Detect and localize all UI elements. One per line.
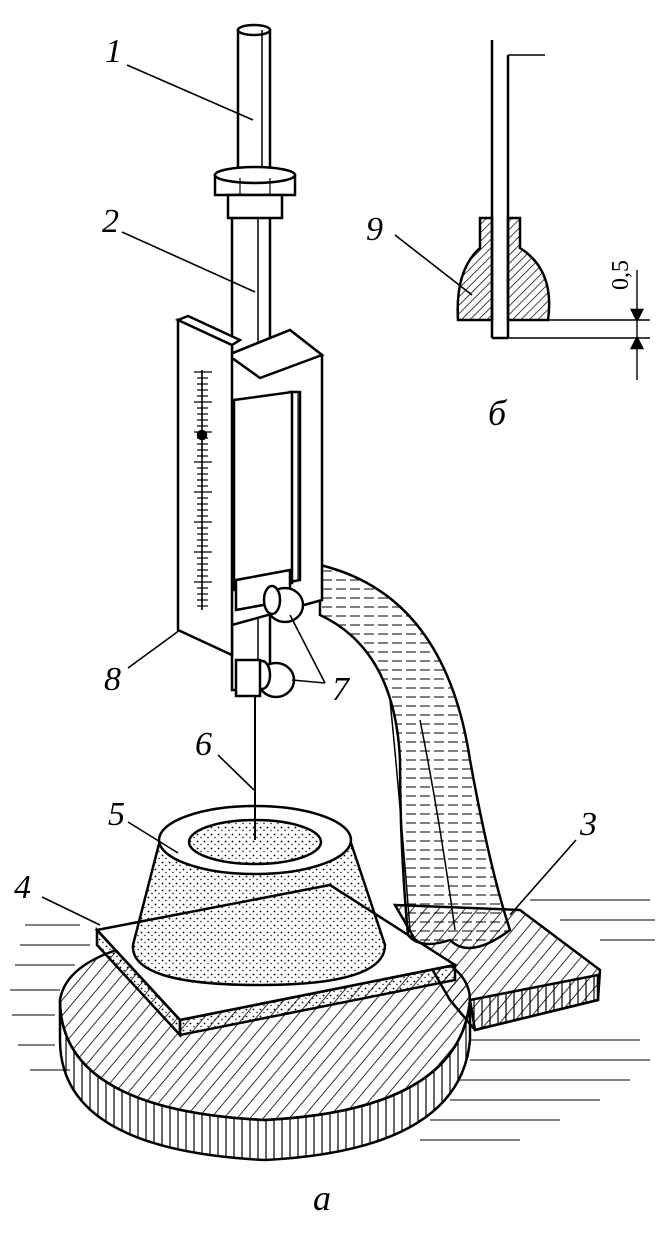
holder-frame xyxy=(225,328,325,627)
clamp-screws xyxy=(234,584,305,699)
caption-a: а xyxy=(313,1178,331,1218)
caption-b: б xyxy=(488,393,508,433)
label-7: 7 xyxy=(332,671,351,708)
label-1: 1 xyxy=(105,33,122,70)
label-4: 4 xyxy=(14,869,31,906)
collar-nut xyxy=(213,165,297,220)
label-9: 9 xyxy=(366,211,383,248)
dimension-label: 0,5 xyxy=(608,260,634,290)
label-3: 3 xyxy=(579,806,597,843)
label-6: 6 xyxy=(195,726,212,763)
label-2: 2 xyxy=(102,203,119,240)
leader-lines xyxy=(41,64,577,926)
scale xyxy=(174,314,243,657)
needle-tip-detail xyxy=(456,40,650,380)
ring-mold xyxy=(131,804,387,987)
label-5: 5 xyxy=(108,796,125,833)
label-8: 8 xyxy=(104,661,121,698)
top-rod xyxy=(236,23,272,182)
floor-surface xyxy=(10,899,655,1141)
stand-column xyxy=(318,563,512,950)
